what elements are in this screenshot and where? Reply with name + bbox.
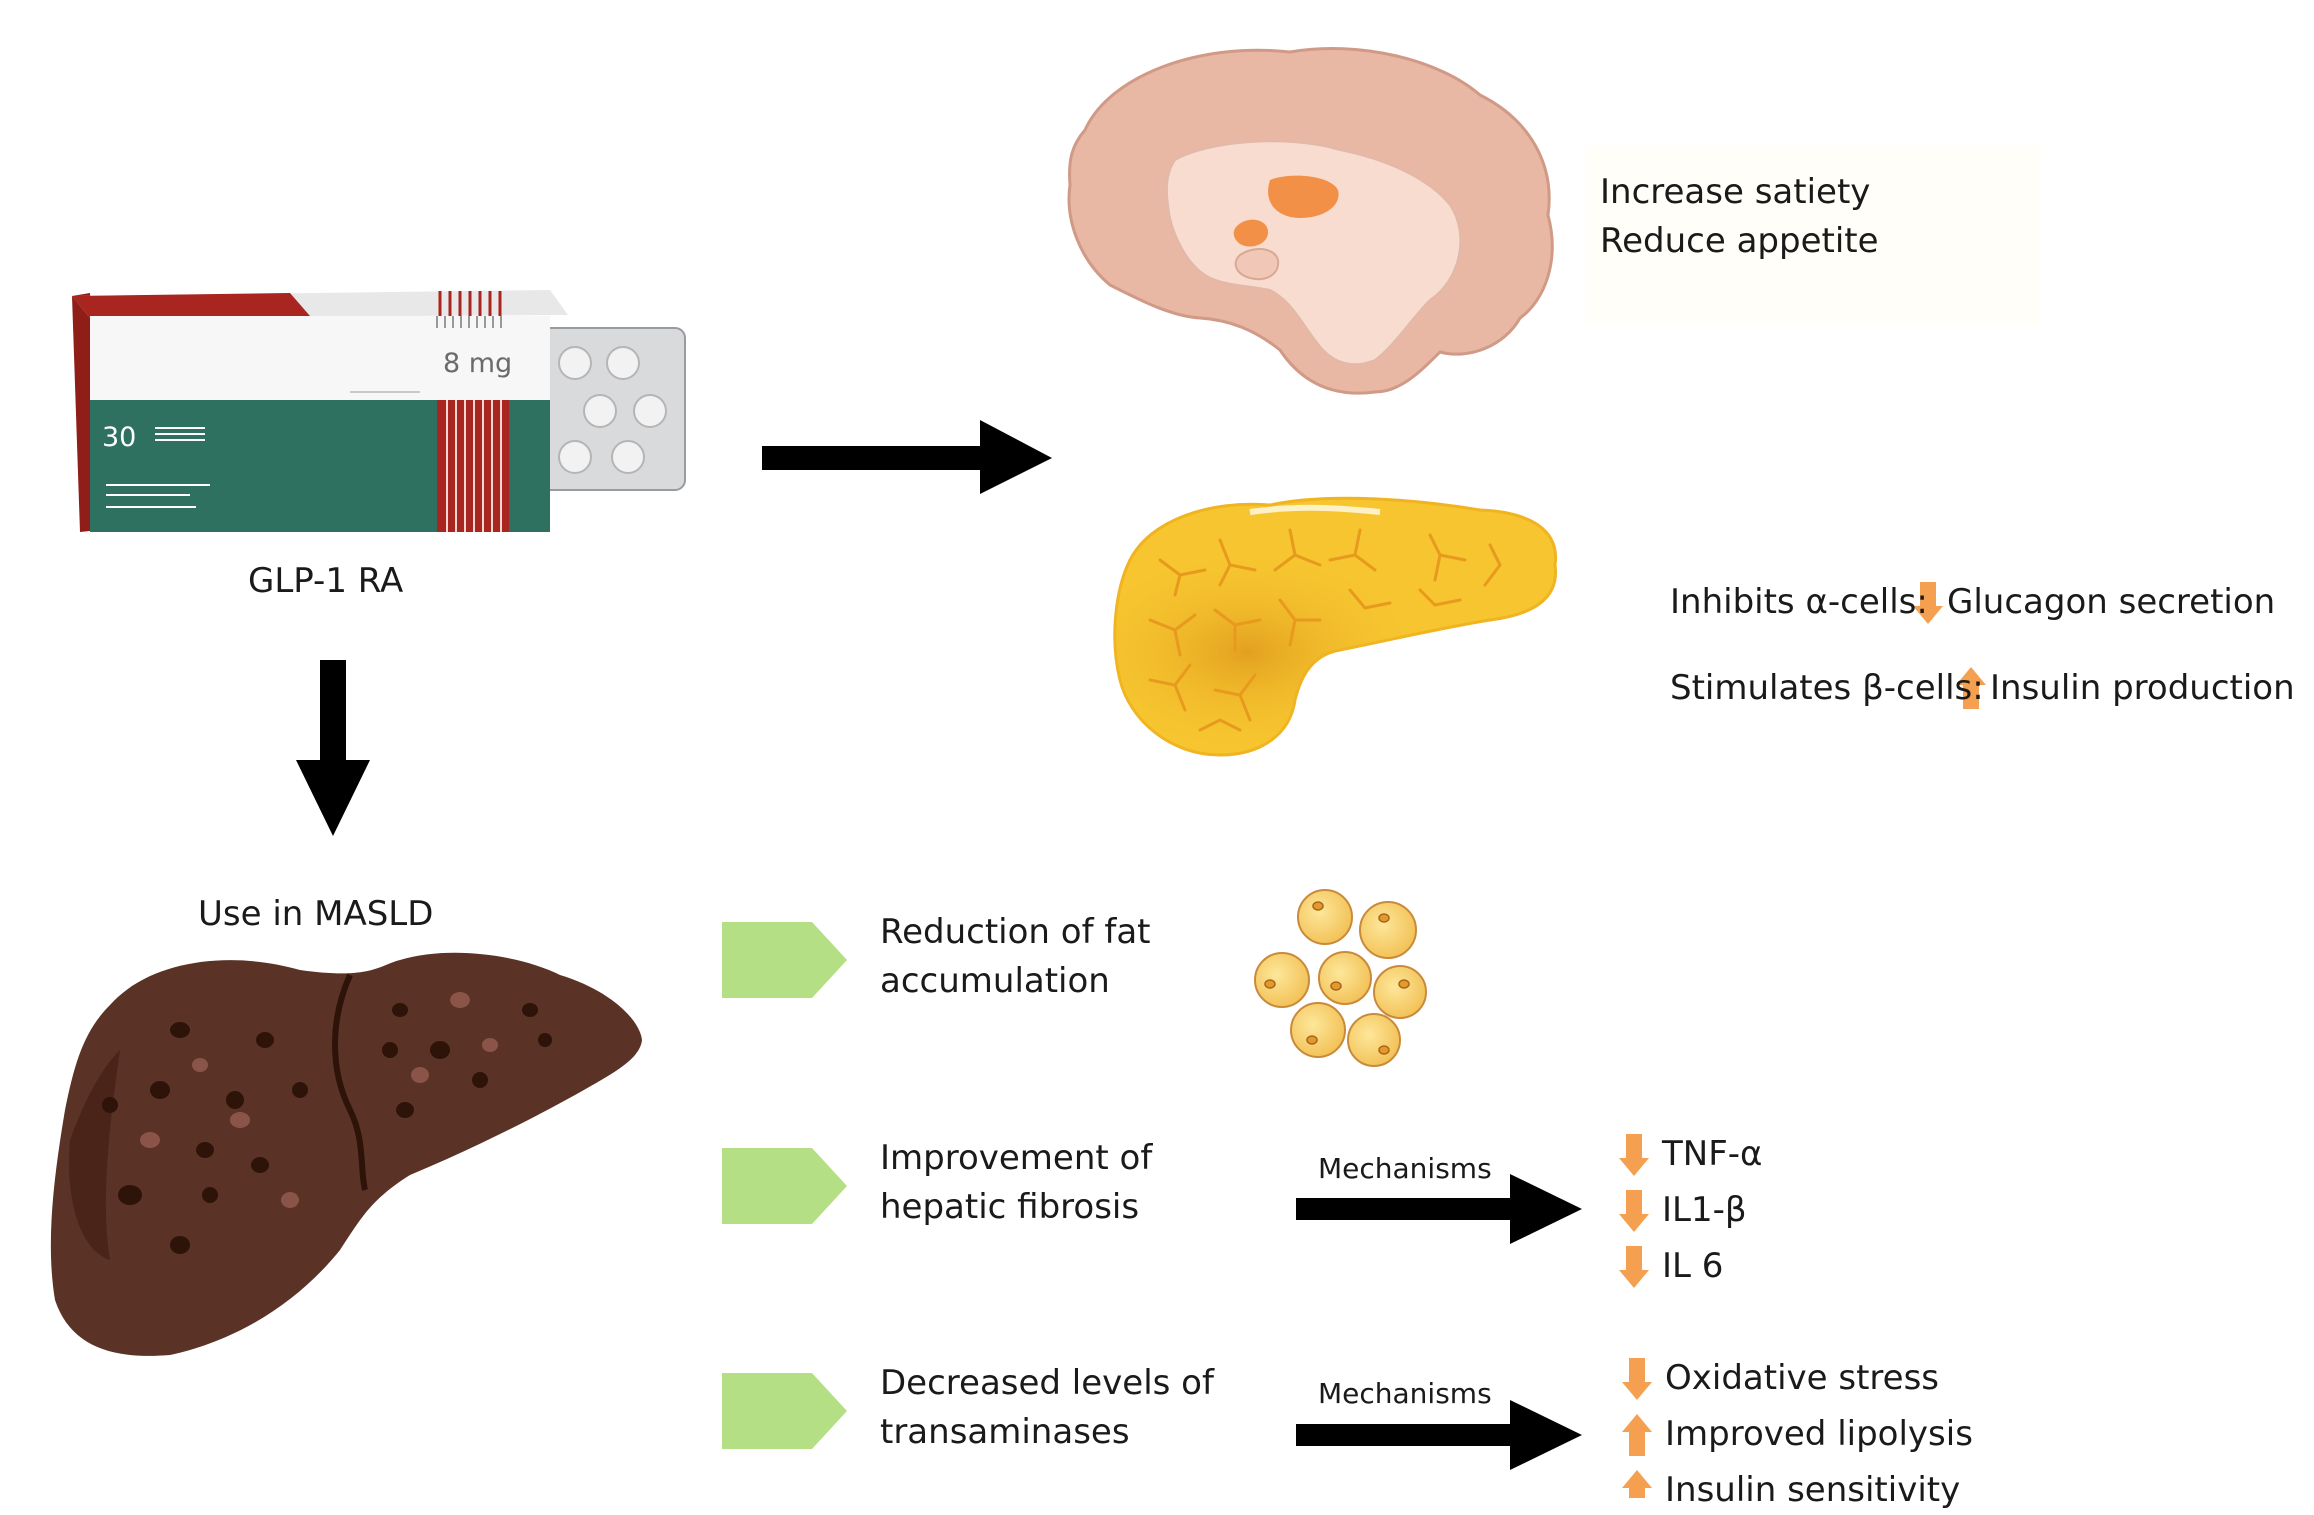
insulin-up-arrow-icon xyxy=(1956,667,1986,709)
arrow-drug-to-organs xyxy=(762,420,1052,494)
arrow-drug-to-masld xyxy=(296,660,370,836)
alpha-cells-prefix: Inhibits α-cells: xyxy=(1670,582,1928,622)
indicator-arrows xyxy=(1619,582,1986,1498)
outcome-transaminases-line2: transaminases xyxy=(880,1412,1130,1452)
fibrosis-down-arrow-icon-0 xyxy=(1619,1134,1649,1176)
outcome-chevron-transaminases xyxy=(722,1373,847,1449)
transaminase-up-arrow-icon-2 xyxy=(1622,1470,1652,1498)
fibrosis-down-arrow-icon-1 xyxy=(1619,1190,1649,1232)
transaminase-up-arrow-icon-1 xyxy=(1622,1414,1652,1456)
glp1-drug-box-illustration: 8 mg 30 xyxy=(72,290,686,532)
box-dose-label: 8 mg xyxy=(443,348,512,379)
arrow-fibrosis-mechanisms xyxy=(1296,1174,1582,1244)
outcome-fibrosis-line1: Improvement of xyxy=(880,1138,1153,1178)
transaminase-mechanism-insulin: Insulin sensitivity xyxy=(1665,1470,1961,1510)
drug-name-label: GLP-1 RA xyxy=(248,561,404,601)
outcome-transaminases-line1: Decreased levels of xyxy=(880,1363,1214,1403)
fibrosis-down-arrow-icon-2 xyxy=(1619,1246,1649,1288)
box-count-label: 30 xyxy=(102,422,136,453)
alpha-cells-effect: Glucagon secretion xyxy=(1947,582,2276,622)
fat-cells-illustration xyxy=(1254,889,1427,1067)
arrow-transaminase-mechanisms xyxy=(1296,1400,1582,1470)
outcome-fibrosis-line2: hepatic fibrosis xyxy=(880,1187,1140,1227)
brain-effect-appetite: Reduce appetite xyxy=(1600,221,1879,261)
liver-illustration xyxy=(50,952,643,1356)
fibrosis-mechanism-il6: IL 6 xyxy=(1662,1246,1724,1286)
fibrosis-mechanism-il1: IL1-β xyxy=(1662,1190,1747,1230)
brain-effects-box xyxy=(1585,145,2040,325)
blister-pack xyxy=(519,327,686,491)
transaminase-mechanism-lipolysis: Improved lipolysis xyxy=(1665,1414,1973,1454)
beta-cells-prefix: Stimulates β-cells: xyxy=(1670,668,1984,708)
fibrosis-mechanisms-label: Mechanisms xyxy=(1318,1152,1492,1185)
brain-effect-satiety: Increase satiety xyxy=(1600,172,1871,212)
outcome-fat-line1: Reduction of fat xyxy=(880,912,1151,952)
transaminase-mechanisms-label: Mechanisms xyxy=(1318,1377,1492,1410)
pancreas-illustration xyxy=(1113,496,1558,757)
brain-illustration xyxy=(1067,47,1554,395)
outcome-chevron-fibrosis xyxy=(722,1148,847,1224)
glucagon-down-arrow-icon xyxy=(1913,582,1943,624)
outcome-fat-line2: accumulation xyxy=(880,961,1110,1001)
transaminase-mechanism-oxidative: Oxidative stress xyxy=(1665,1358,1939,1398)
transaminase-down-arrow-icon-0 xyxy=(1622,1358,1652,1400)
outcome-chevron-fat xyxy=(722,922,847,998)
beta-cells-effect: Insulin production xyxy=(1990,668,2295,708)
masld-title: Use in MASLD xyxy=(198,894,434,934)
fibrosis-mechanism-tnf: TNF-α xyxy=(1662,1134,1763,1174)
